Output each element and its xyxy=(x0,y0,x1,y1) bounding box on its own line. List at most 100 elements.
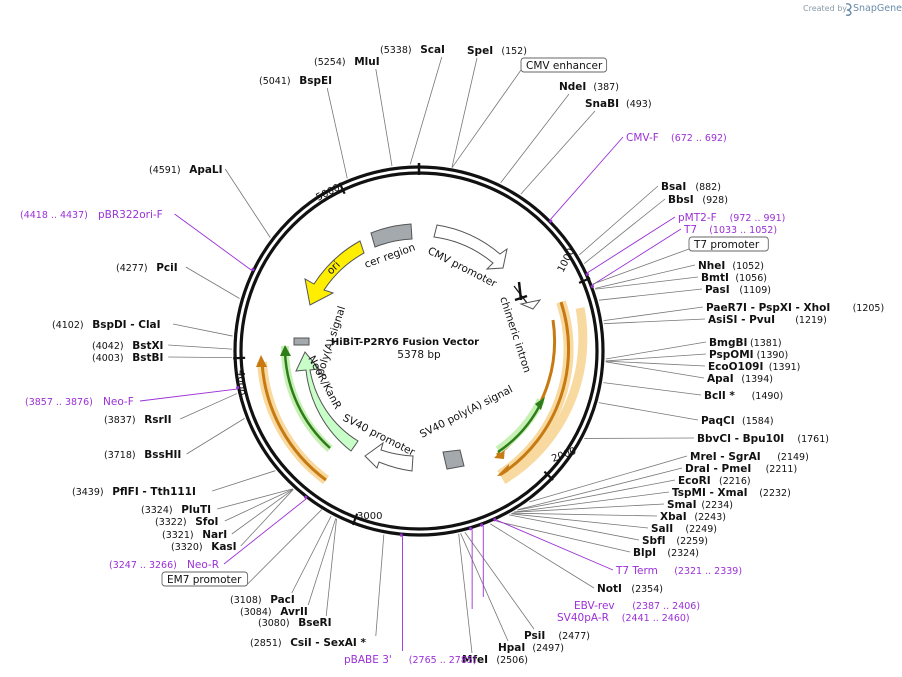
site-leader xyxy=(375,68,393,167)
site-bstxi[interactable]: (4042) BstXI xyxy=(92,340,163,352)
site-leader xyxy=(605,341,707,360)
site-bstbi[interactable]: (4003)BstBI xyxy=(92,352,163,364)
primer-pbabe-3[interactable]: pBABE 3'(2765 .. 2785) xyxy=(344,654,477,666)
site-bmgbi[interactable]: BmgBI(1381) xyxy=(709,337,782,349)
site-pasi[interactable]: PasI(1109) xyxy=(705,284,771,296)
site-smai[interactable]: SmaI(2234) xyxy=(667,499,733,511)
site-name: SnaBI xyxy=(585,98,619,110)
site-bbvci-bpu10i[interactable]: BbvCI - Bpu10I(1761) xyxy=(697,433,829,445)
site-position: (1490) xyxy=(752,391,784,402)
site-bspdi-clai[interactable]: (4102)BspDI - ClaI xyxy=(52,319,161,331)
site-sbfi[interactable]: SbfI(2259) xyxy=(642,535,708,547)
site-paer7i-pspxi-xhoi[interactable]: PaeR7I - PspXI - XhoI(1205) xyxy=(706,302,884,314)
site-sali[interactable]: SalI(2249) xyxy=(651,523,717,535)
primer-pmt2-f[interactable]: pMT2-F(972 .. 991) xyxy=(678,212,785,224)
site-noti[interactable]: NotI(2354) xyxy=(597,583,663,595)
site-position: (2234) xyxy=(701,500,733,511)
site-pspomi[interactable]: PspOMI(1390) xyxy=(709,349,788,361)
site-ndei[interactable]: NdeI(387) xyxy=(559,81,619,93)
primer-name: T7 Term xyxy=(615,565,658,577)
feature-green-left-arrow[interactable] xyxy=(283,351,331,449)
site-asisi-pvui[interactable]: AsiSI - PvuI(1219) xyxy=(708,314,827,326)
site-csii-sexai[interactable]: (2851)CsiI - SexAI * xyxy=(250,637,366,649)
site-paci[interactable]: (3108)PacI xyxy=(230,594,295,606)
scale-tick-label-4000: 4000 xyxy=(235,370,246,395)
boxed-feature-em7-promoter[interactable]: EM7 promoter xyxy=(161,571,249,587)
site-rsrii[interactable]: (3837)RsrII xyxy=(104,414,172,426)
feature-polya-box[interactable] xyxy=(293,337,310,346)
primer-t7-term[interactable]: T7 Term(2321 .. 2339) xyxy=(615,565,742,577)
site-nhei[interactable]: NheI(1052) xyxy=(698,260,764,272)
feature-sv40-polya-box[interactable] xyxy=(442,449,465,470)
primer-neo-f[interactable]: (3857 .. 3876)Neo-F xyxy=(25,396,134,408)
site-ecori[interactable]: EcoRI(2216) xyxy=(678,475,751,487)
site-kasi[interactable]: (3320)KasI xyxy=(171,541,237,553)
site-pcii[interactable]: (4277)PciI xyxy=(116,262,178,274)
primer-cmv-f[interactable]: CMV-F(672 .. 692) xyxy=(626,132,727,144)
feature-sv40-promoter-arrow[interactable] xyxy=(364,441,414,472)
site-position: (4042) xyxy=(92,341,124,352)
site-leader xyxy=(603,318,706,325)
site-psii[interactable]: PsiI(2477) xyxy=(524,630,590,642)
site-bcli[interactable]: BclI *(1490) xyxy=(704,390,783,402)
site-mlui[interactable]: (5254)MluI xyxy=(314,56,380,68)
feature-left-orf-arrow[interactable] xyxy=(260,361,327,482)
site-nari[interactable]: (3321)NarI xyxy=(162,529,227,541)
site-apai[interactable]: ApaI(1394) xyxy=(707,373,773,385)
site-mrei-sgrai[interactable]: MreI - SgrAI(2149) xyxy=(690,451,809,463)
site-apali[interactable]: (4591)ApaLI xyxy=(149,164,223,176)
primer-ebv-rev[interactable]: EBV-rev(2387 .. 2406) xyxy=(574,600,700,612)
site-spei[interactable]: SpeI(152) xyxy=(467,45,527,57)
site-ecoo109i[interactable]: EcoO109I(1391) xyxy=(708,361,800,373)
boxed-feature-t7-promoter[interactable]: T7 promoter xyxy=(688,236,769,252)
site-position: (2477) xyxy=(558,631,590,642)
site-leader xyxy=(517,479,676,511)
site-pflfi-tth111i[interactable]: (3439)PflFI - Tth111I xyxy=(72,486,196,498)
primer-name: T7 xyxy=(683,224,697,236)
site-name: BspDI - ClaI xyxy=(92,319,160,331)
site-bbsi[interactable]: BbsI(928) xyxy=(668,194,728,206)
site-sfoi[interactable]: (3322)SfoI xyxy=(155,516,218,528)
site-paqci[interactable]: PaqCI(1584) xyxy=(701,415,774,427)
feature-chimeric-intron-marker[interactable] xyxy=(513,281,542,310)
boxed-feature-text: CMV enhancer xyxy=(526,60,603,72)
primer-mark xyxy=(251,267,255,272)
site-position: (1205) xyxy=(853,303,885,314)
site-scai[interactable]: (5338)ScaI xyxy=(380,44,445,56)
site-drai-pmei[interactable]: DraI - PmeI(2211) xyxy=(685,463,797,475)
primer-mark xyxy=(479,523,484,527)
site-leader xyxy=(291,515,332,594)
feature-p2ry6-orf-arrow[interactable] xyxy=(502,301,571,475)
site-bspei[interactable]: (5041)BspEI xyxy=(259,75,332,87)
site-hpai[interactable]: HpaI(2497) xyxy=(498,642,564,654)
primer-leader xyxy=(587,216,676,273)
site-bmti[interactable]: BmtI(1056) xyxy=(701,272,767,284)
site-blpi[interactable]: BlpI(2324) xyxy=(633,547,699,559)
site-xbai[interactable]: XbaI(2243) xyxy=(660,511,726,523)
feature-ori-arrow[interactable] xyxy=(304,240,365,306)
feature-neor-kanr-arrow[interactable] xyxy=(295,351,359,452)
primer-sv40pa-r[interactable]: SV40pA-R(2441 .. 2460) xyxy=(557,612,690,624)
site-name: BstXI xyxy=(132,340,163,352)
site-leader xyxy=(224,488,294,522)
site-name: RsrII xyxy=(144,414,171,426)
site-mfei[interactable]: MfeI(2506) xyxy=(462,654,528,666)
site-tspmi-xmai[interactable]: TspMI - XmaI(2232) xyxy=(672,487,791,499)
primer-t7[interactable]: T7(1033 .. 1052) xyxy=(683,224,777,236)
site-name: SalI xyxy=(651,523,673,535)
site-pluti[interactable]: (3324)PluTI xyxy=(141,504,211,516)
site-bseri[interactable]: (3080)BseRI xyxy=(258,617,332,629)
site-position: (2259) xyxy=(676,536,708,547)
primer-neo-r[interactable]: (3247 .. 3266)Neo-R xyxy=(109,559,219,571)
site-avrii[interactable]: (3084)AvrII xyxy=(240,606,308,618)
feature-cer-region-box[interactable] xyxy=(370,223,413,248)
site-snabi[interactable]: SnaBI(493) xyxy=(585,98,652,110)
feature-cmv-promoter-arrow[interactable] xyxy=(433,224,508,270)
boxed-feature-cmv-enhancer[interactable]: CMV enhancer xyxy=(520,57,608,73)
primer-pbr322ori-f[interactable]: (4418 .. 4437)pBR322ori-F xyxy=(20,209,163,221)
primer-mark xyxy=(303,495,308,500)
site-leader xyxy=(325,518,337,617)
site-bsshii[interactable]: (3718)BssHII xyxy=(104,449,181,461)
site-bsai[interactable]: BsaI(882) xyxy=(661,181,721,193)
